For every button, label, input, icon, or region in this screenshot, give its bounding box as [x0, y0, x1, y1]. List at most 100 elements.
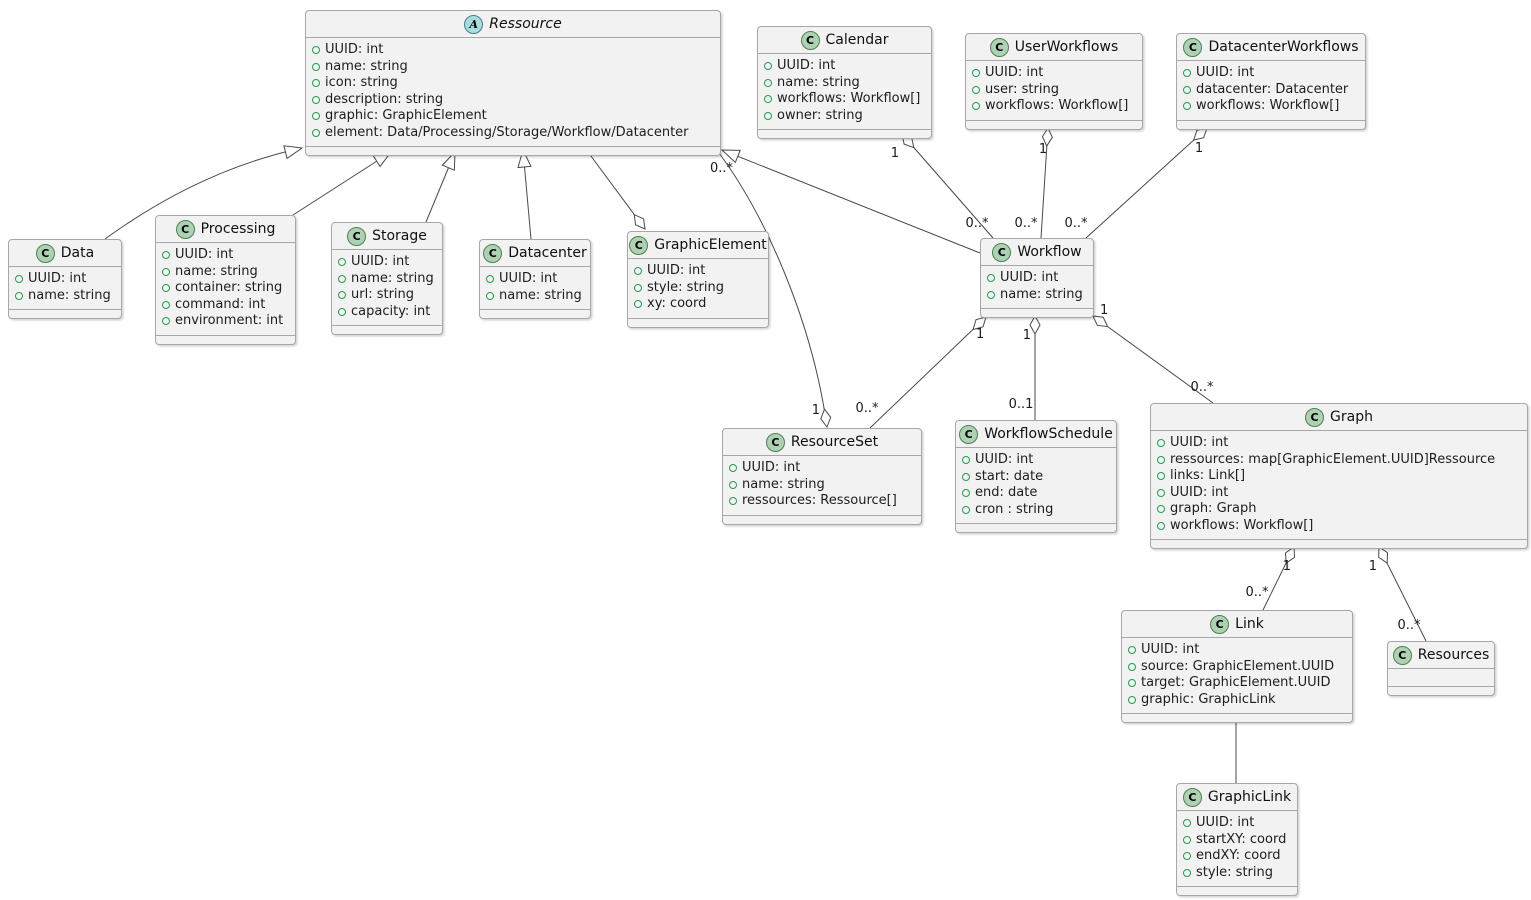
attribute-text: command: int [175, 296, 266, 312]
aggregation-diamond-icon [1378, 546, 1389, 564]
class-workflowschedule: C WorkflowSchedule UUID: int start: date… [955, 420, 1117, 533]
attribute-text: xy: coord [647, 296, 707, 311]
field-visibility-icon [1157, 505, 1165, 514]
multiplicity-label: 1 [1283, 559, 1291, 574]
methods-compartment [1177, 121, 1365, 129]
attribute-row: description: string [312, 92, 712, 109]
attribute-row: UUID: int [1183, 65, 1357, 82]
field-visibility-icon [1157, 488, 1165, 497]
attribute-row: name: string [338, 271, 434, 288]
class-icon: C [175, 219, 195, 239]
attribute-text: workflows: Workflow[] [1170, 517, 1314, 533]
attribute-text: description: string [325, 91, 444, 107]
class-header: C WorkflowSchedule [956, 421, 1116, 448]
methods-compartment [1122, 714, 1352, 722]
aggregation-diamond-icon [1029, 314, 1041, 336]
attribute-text: name: string [742, 476, 825, 492]
class-header: C GraphicLink [1177, 784, 1297, 811]
attribute-text: target: GraphicElement.UUID [1141, 675, 1331, 690]
attribute-row: UUID: int [987, 270, 1085, 287]
class-calendar: C Calendar UUID: int name: string workfl… [757, 26, 932, 139]
aggregation-diamond-icon [1041, 126, 1053, 147]
class-icon: C [989, 37, 1009, 57]
field-visibility-icon [729, 497, 737, 506]
attribute-row: UUID: int [729, 460, 913, 477]
field-visibility-icon [338, 274, 346, 283]
multiplicity-label: 0..* [1014, 216, 1038, 231]
class-icon: C [1183, 37, 1203, 57]
class-title: Calendar [825, 32, 889, 48]
attribute-text: name: string [28, 287, 111, 303]
aggregation-diamond-icon [1285, 546, 1296, 565]
attribute-row: name: string [312, 59, 712, 76]
field-visibility-icon [729, 464, 737, 473]
class-icon: C [629, 235, 649, 255]
attribute-row: user: string [972, 82, 1134, 99]
methods-compartment [981, 309, 1093, 317]
class-icon: C [35, 243, 55, 263]
multiplicity-label: 0..* [1064, 216, 1088, 231]
edge-calendar-workflow [901, 133, 994, 239]
class-icon: C [800, 30, 820, 50]
multiplicity-label: 1 [891, 146, 899, 161]
field-visibility-icon [972, 85, 980, 94]
class-title: Storage [372, 228, 427, 244]
class-title: UserWorkflows [1014, 39, 1119, 55]
class-header: C Storage [332, 223, 442, 250]
attribute-row: UUID: int [1183, 815, 1289, 832]
inheritance-arrow-icon [720, 149, 741, 164]
multiplicity-label: 0..* [965, 216, 989, 231]
attribute-text: UUID: int [1170, 484, 1229, 500]
class-link: C Link UUID: int source: GraphicElement.… [1121, 610, 1353, 723]
attribute-row: style: string [634, 280, 760, 297]
class-title: GraphicElement [654, 237, 767, 253]
methods-compartment [156, 336, 295, 344]
attribute-row: ressources: Ressource[] [729, 493, 913, 510]
field-visibility-icon [338, 291, 346, 300]
attribute-row: workflows: Workflow[] [1183, 98, 1357, 115]
class-attributes: UUID: int name: string icon: string desc… [306, 38, 720, 147]
attribute-row: start: date [962, 469, 1108, 486]
class-header: C Resources [1388, 642, 1494, 669]
attribute-row: UUID: int [962, 452, 1108, 469]
attribute-text: UUID: int [325, 42, 384, 57]
field-visibility-icon [1183, 85, 1191, 94]
class-icon: C [992, 242, 1012, 262]
attribute-row: UUID: int [162, 247, 287, 264]
class-ressource: A Ressource UUID: int name: string icon:… [305, 10, 721, 156]
attribute-row: icon: string [312, 75, 712, 92]
attribute-text: user: string [985, 81, 1059, 97]
class-header: C DatacenterWorkflows [1177, 34, 1365, 61]
class-resourceset: C ResourceSet UUID: int name: string res… [722, 428, 922, 525]
methods-compartment [1388, 687, 1494, 695]
class-attributes: UUID: int ressources: map[GraphicElement… [1151, 431, 1527, 540]
field-visibility-icon [15, 275, 23, 284]
class-title: Ressource [489, 16, 562, 32]
attribute-row: name: string [987, 287, 1085, 304]
attribute-text: startXY: coord [1196, 831, 1287, 847]
field-visibility-icon [962, 489, 970, 498]
multiplicity-label: 1 [1369, 559, 1377, 574]
aggregation-diamond-icon [1192, 127, 1208, 141]
class-attributes [1388, 669, 1494, 687]
attribute-text: UUID: int [175, 247, 234, 262]
attribute-row: target: GraphicElement.UUID [1128, 675, 1344, 692]
multiplicity-label: 0..* [1190, 380, 1214, 395]
field-visibility-icon [634, 267, 642, 276]
class-title: Link [1235, 616, 1264, 632]
attribute-text: style: string [647, 279, 725, 295]
field-visibility-icon [972, 69, 980, 78]
edge-workflow-graph [1092, 315, 1214, 404]
attribute-row: graph: Graph [1157, 501, 1519, 518]
class-header: C Processing [156, 216, 295, 243]
attribute-row: ressources: map[GraphicElement.UUID]Ress… [1157, 452, 1519, 469]
methods-compartment [628, 319, 768, 327]
attribute-row: cron : string [962, 502, 1108, 519]
methods-compartment [332, 326, 442, 334]
attribute-row: UUID: int [486, 271, 582, 288]
class-workflow: C Workflow UUID: int name: string [980, 238, 1094, 318]
attribute-row: links: Link[] [1157, 468, 1519, 485]
attribute-row: UUID: int [1157, 485, 1519, 502]
class-header: C Link [1122, 611, 1352, 638]
inheritance-arrow-icon [441, 150, 456, 171]
